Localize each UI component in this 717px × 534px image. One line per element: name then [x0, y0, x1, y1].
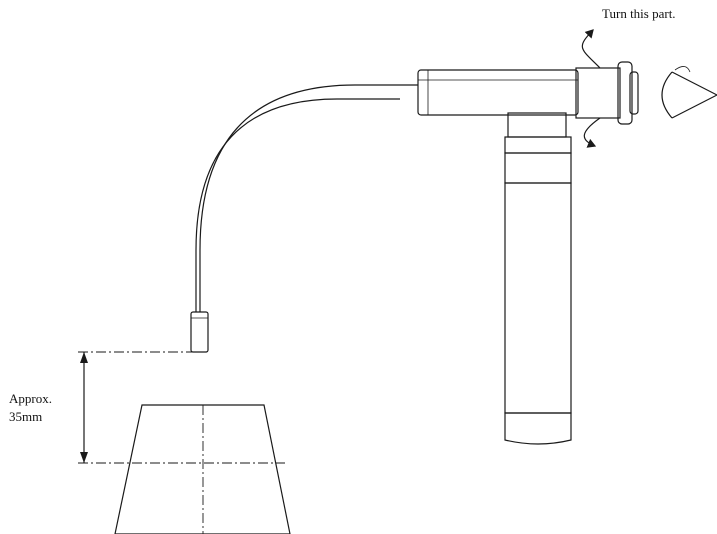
scope-body — [417, 69, 579, 116]
target-object — [114, 404, 291, 534]
flexible-probe — [190, 84, 418, 353]
handle — [504, 112, 572, 445]
turn-this-part-label: Turn this part. — [602, 6, 676, 21]
distance-dimension — [78, 351, 285, 464]
distance-label-line1: Approx. — [9, 391, 52, 406]
distance-label-line2: 35mm — [9, 409, 42, 424]
rotate-arrow-icon — [581, 29, 601, 148]
focus-ring — [575, 61, 639, 125]
eye-icon — [661, 66, 717, 119]
probe-tip — [190, 311, 209, 353]
